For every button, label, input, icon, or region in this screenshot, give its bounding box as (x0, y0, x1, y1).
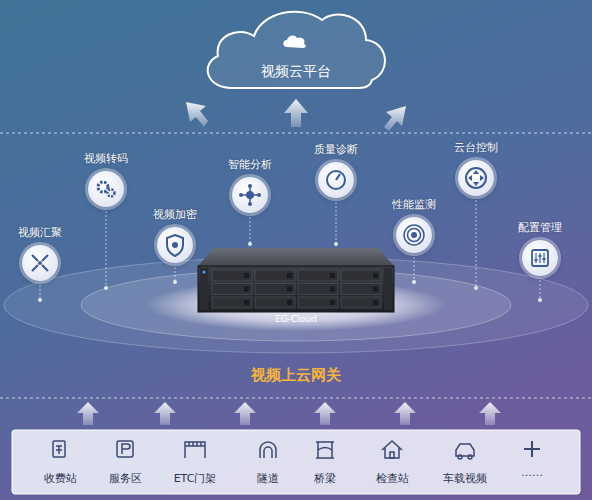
function-label: 视频转码 (84, 152, 128, 166)
function-label: 智能分析 (228, 158, 272, 172)
function-label: 视频加密 (153, 208, 197, 222)
leader-line (336, 202, 337, 244)
function-icon: 视频加密 (153, 208, 197, 263)
leader-dot (173, 280, 177, 284)
drive-latch (287, 287, 292, 292)
icon-circle (522, 240, 558, 276)
icon-glyph (396, 217, 432, 253)
function-icon: 视频汇聚 (18, 226, 62, 281)
icon-circle (22, 245, 58, 281)
up-arrows (186, 99, 406, 131)
up-arrows (77, 402, 501, 425)
source-label: 收费站 (44, 472, 77, 486)
drive-latch (244, 300, 249, 305)
drive-latch (330, 273, 335, 278)
leader-dot (248, 242, 252, 246)
icon-circle (232, 177, 268, 213)
drive-bay (298, 270, 338, 281)
drive-latch (244, 287, 249, 292)
drive-bay (255, 270, 295, 281)
server-label: EG-Cloud (176, 314, 416, 324)
function-label: 质量诊断 (314, 143, 358, 157)
icon-circle (396, 217, 432, 253)
function-label: 视频汇聚 (18, 226, 62, 240)
icon-glyph (88, 171, 124, 207)
drive-latch (373, 287, 378, 292)
leader-line (106, 211, 107, 288)
drive-latch (287, 300, 292, 305)
leader-line (40, 285, 41, 300)
leader-dot (334, 242, 338, 246)
function-icon: 云台控制 (454, 141, 498, 196)
leader-dot (38, 298, 42, 302)
gateway-node: EG-Cloud 视频上云网关 (176, 238, 416, 388)
drive-bay (255, 297, 295, 308)
icon-glyph (22, 245, 58, 281)
leader-dot (412, 280, 416, 284)
drive-bay (298, 297, 338, 308)
leader-dot (474, 286, 478, 290)
function-label: 配置管理 (518, 221, 562, 235)
gateway-label: 视频上云网关 (176, 366, 416, 385)
function-icon: 性能监测 (392, 198, 436, 253)
drive-latch (244, 273, 249, 278)
drive-latch (330, 287, 335, 292)
icon-circle (458, 160, 494, 196)
icon-glyph (522, 240, 558, 276)
cloud-title: 视频云平台 (205, 63, 387, 81)
leader-dot (104, 286, 108, 290)
leader-dot (538, 298, 542, 302)
leader-line (250, 217, 251, 244)
server-illustration (198, 248, 394, 312)
drive-bay (212, 270, 252, 281)
function-icon: 配置管理 (518, 221, 562, 276)
source-label: 隧道 (257, 472, 279, 486)
platform-ellipses (4, 257, 588, 353)
dashed-separator (0, 132, 592, 133)
source-bar (12, 430, 580, 494)
drive-latch (373, 273, 378, 278)
drive-bay (255, 284, 295, 295)
function-icon: 质量诊断 (314, 143, 358, 198)
drive-bay (212, 297, 252, 308)
source-label: ETC门架 (174, 472, 217, 486)
source-label: 车载视频 (443, 472, 487, 486)
source-label: 服务区 (109, 472, 142, 486)
icon-circle (88, 171, 124, 207)
cloud-node: 视频云平台 (205, 5, 387, 93)
dashed-separator (0, 397, 592, 398)
icon-glyph (157, 227, 193, 263)
cloud-glyph (283, 36, 306, 48)
icon-circle (318, 162, 354, 198)
drive-bay (341, 297, 381, 308)
drive-bay (298, 284, 338, 295)
function-icon: 视频转码 (84, 152, 128, 207)
leader-line (414, 257, 415, 282)
leader-line (540, 280, 541, 300)
drive-latch (287, 273, 292, 278)
function-icon: 智能分析 (228, 158, 272, 213)
source-icons (53, 441, 540, 459)
drive-bay (212, 284, 252, 295)
icon-glyph (318, 162, 354, 198)
function-label: 云台控制 (454, 141, 498, 155)
icon-glyph (458, 160, 494, 196)
leader-line (175, 267, 176, 282)
leader-line (476, 200, 477, 288)
drive-latch (373, 300, 378, 305)
source-label: 检查站 (376, 472, 409, 486)
icon-glyph (232, 177, 268, 213)
drive-bay (341, 270, 381, 281)
drive-latch (330, 300, 335, 305)
source-label: …… (521, 466, 543, 480)
drive-bay (341, 284, 381, 295)
function-label: 性能监测 (392, 198, 436, 212)
icon-circle (157, 227, 193, 263)
source-label: 桥梁 (314, 472, 336, 486)
